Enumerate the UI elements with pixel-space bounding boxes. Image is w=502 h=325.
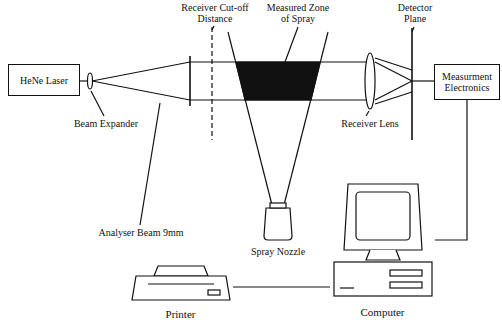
spray-nozzle [264,208,292,240]
collimating-lens [189,56,191,106]
cutoff-line [211,27,212,140]
focused-beam [375,58,412,70]
part-label: Receiver Lens [328,118,412,129]
node-label: Measurment Electronics [435,71,499,93]
leader-line [366,111,369,116]
laser-beam [80,80,88,81]
leader-line [412,27,414,32]
nozzle-tip [270,203,286,208]
leader-line [282,27,298,70]
signal-wire [435,100,467,240]
part-label: Detector Plane [388,2,442,24]
focused-beam [375,62,412,81]
leader-line [212,26,214,30]
computer-unit: Computer [330,180,435,323]
computer-illustration [330,180,435,323]
laser-box: HeNe Laser [8,64,80,96]
focused-beam [375,92,412,104]
leader-line [140,103,160,225]
part-label: Spray Nozzle [236,246,320,257]
part-label: Receiver Cut-off Distance [180,2,250,24]
detector-plane [411,28,413,140]
printer-unit: Printer [128,262,233,323]
beam-expander-lens [88,73,93,89]
leader-line [91,91,104,116]
node-label: Computer [330,306,435,318]
expanding-beam [92,62,190,81]
receiver-lens [365,53,375,109]
measured-zone [236,62,320,100]
part-label: Analyser Beam 9mm [86,227,196,238]
focused-beam [375,81,412,100]
node-label: HeNe Laser [20,75,68,86]
expanding-beam [92,81,190,100]
spray-cone [284,32,328,205]
part-label: Measured Zone of Spray [266,2,330,24]
node-label: Printer [128,308,233,320]
electronics-box: Measurment Electronics [434,64,500,100]
spray-cone [228,32,272,205]
signal-wire [233,286,330,287]
part-label: Beam Expander [64,118,148,129]
